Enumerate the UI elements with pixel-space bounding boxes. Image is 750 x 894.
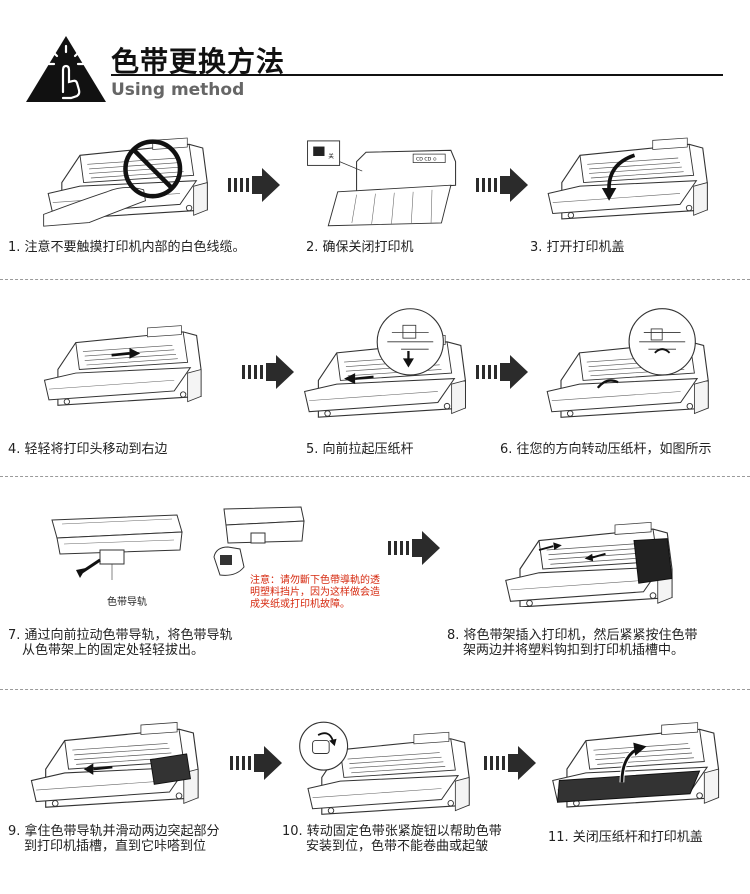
step11-illustration	[552, 722, 720, 808]
step4-illustration	[43, 325, 202, 406]
step2-illustration: CD CD ⊙ 关	[307, 140, 457, 227]
step5-illustration	[304, 308, 466, 418]
step9-caption-line1: 9. 拿住色带导轨并滑动两边突起部分	[8, 824, 220, 839]
step7-caption-line1: 7. 通过向前拉动色带导轨，将色带导轨	[8, 628, 233, 643]
step-arrow-5	[388, 531, 440, 565]
page-subtitle: Using method	[111, 80, 245, 100]
step-arrow-6	[230, 746, 282, 780]
ribbon-guide-label: 色带导轨	[107, 597, 147, 608]
step-arrow-1	[228, 168, 280, 202]
step11-caption: 11. 关闭压纸杆和打印机盖	[548, 830, 703, 845]
step10-caption-line2: 安装到位，色带不能卷曲或起皱	[306, 839, 489, 854]
step6-caption: 6. 往您的方向转动压纸杆，如图所示	[500, 442, 712, 457]
section-divider-1	[0, 279, 750, 280]
step8-caption-line2: 架两边并将塑料钩扣到打印机插槽中。	[463, 643, 685, 658]
step7-caption-line2: 从色带架上的固定处轻轻拔出。	[22, 643, 205, 658]
title-underline	[111, 74, 723, 76]
step1-illustration	[43, 137, 208, 227]
step-arrow-4	[476, 355, 528, 389]
step4-caption: 4. 轻轻将打印头移动到右边	[8, 442, 168, 457]
step8-caption-line1: 8. 将色带架插入打印机，然后紧紧按住色带	[447, 628, 698, 643]
step10-illustration	[299, 721, 470, 815]
step7-detail-illustration	[213, 506, 305, 576]
step9-caption-line2: 到打印机插槽，直到它咔嗒到位	[24, 839, 207, 854]
step10-caption-line1: 10. 转动固定色带张紧旋钮以帮助色带	[282, 824, 502, 839]
step6-illustration	[546, 308, 709, 418]
warning-note: 注意：请勿斷下色帶導軌的透 明塑料挡片，因为这样做会造 成夹纸或打印机故障。	[250, 575, 380, 610]
step-arrow-7	[484, 746, 536, 780]
power-off-label: 关	[328, 152, 334, 160]
step7-ribbon-illustration	[51, 514, 183, 580]
section-divider-2	[0, 476, 750, 477]
step5-caption: 5. 向前拉起压纸杆	[306, 442, 414, 457]
step-arrow-3	[242, 355, 294, 389]
step9-illustration	[30, 721, 199, 808]
section-divider-3	[0, 689, 750, 690]
page-header: 色带更换方法 Using method	[0, 0, 750, 110]
step3-illustration	[547, 137, 708, 220]
step1-caption: 1. 注意不要触摸打印机内部的白色线缆。	[8, 240, 246, 255]
step8-illustration	[505, 521, 673, 607]
step-arrow-2	[476, 168, 528, 202]
touch-hand-icon	[26, 36, 106, 102]
page-title: 色带更换方法	[111, 45, 286, 78]
panel-label: CD CD ⊙	[416, 157, 437, 163]
step2-caption: 2. 确保关闭打印机	[306, 240, 414, 255]
step3-caption: 3. 打开打印机盖	[530, 240, 625, 255]
